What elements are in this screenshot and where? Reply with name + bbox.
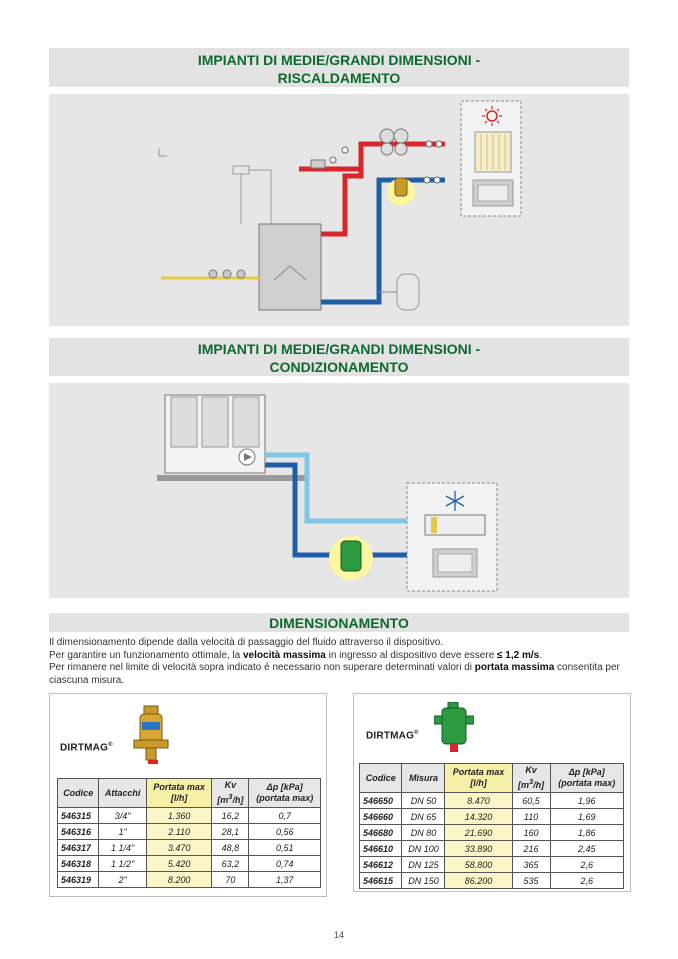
gas-valve-icons <box>209 270 245 278</box>
heating-title: IMPIANTI DI MEDIE/GRANDI DIMENSIONI - RI… <box>49 48 629 87</box>
table-row: 546317 1 1/4" 3.470 48,8 0,51 <box>58 840 321 856</box>
table-row: 546315 3/4" 1.360 16,2 0,7 <box>58 808 321 824</box>
heating-schematic <box>49 94 629 326</box>
table-row: 546318 1 1/2" 5.420 63,2 0,74 <box>58 856 321 872</box>
dirtmag-brand-right: DIRTMAG® <box>366 730 419 741</box>
table-row: 546610 DN 100 33.890 216 2,45 <box>360 841 624 857</box>
hot-supply-pipe <box>321 144 445 234</box>
col-portata: Portata max[l/h] <box>445 764 512 793</box>
control-wiring <box>159 148 271 224</box>
table-row: 546316 1" 2.110 28,1 0,56 <box>58 824 321 840</box>
sizing-title: DIMENSIONAMENTO <box>49 613 629 632</box>
cooling-title-band: IMPIANTI DI MEDIE/GRANDI DIMENSIONI - CO… <box>49 338 629 376</box>
col-codice: Codice <box>360 764 402 793</box>
col-codice: Codice <box>58 779 99 808</box>
boiler-icon <box>259 224 321 310</box>
col-kv: Kv[m3/h] <box>212 779 249 808</box>
cooling-diagram <box>49 383 629 598</box>
intro-line-3: Per rimanere nel limite di velocità sopr… <box>49 662 634 687</box>
dirtmag-green-product-image <box>434 702 474 754</box>
sizing-intro-text: Il dimensionamento dipende dalla velocit… <box>49 637 634 687</box>
page-number: 14 <box>0 930 678 940</box>
dirtmag-brass-product-image <box>132 704 172 766</box>
dirtmag-brand-left: DIRTMAG® <box>60 742 113 753</box>
valve-icons <box>424 141 442 183</box>
return-pipe <box>321 180 445 302</box>
cooling-schematic <box>49 383 629 598</box>
radiator-icon <box>475 132 511 172</box>
table-row: 546650 DN 50 8.470 60,5 1,96 <box>360 793 624 809</box>
air-handler-icon <box>425 515 485 535</box>
fan-coil-cooling-icon <box>433 549 477 577</box>
table-row: 546680 DN 80 21.690 160 1,86 <box>360 825 624 841</box>
intro-line-2: Per garantire un funzionamento ottimale,… <box>49 650 634 663</box>
sizing-title-band: DIMENSIONAMENTO <box>49 613 629 632</box>
col-attacchi: Attacchi <box>99 779 147 808</box>
col-dp: Δp [kPa](portata max) <box>249 779 321 808</box>
dirtmag-highlight-icon <box>387 178 415 206</box>
safety-devices-icon <box>311 147 348 168</box>
table-row: 546615 DN 150 86.200 535 2,6 <box>360 873 624 889</box>
col-portata: Portata max[l/h] <box>146 779 211 808</box>
dirtmag-small-table-box: DIRTMAG® Codice Attacchi Portata max[l/h… <box>49 693 327 897</box>
table-row: 546319 2" 8.200 70 1,37 <box>58 872 321 888</box>
col-misura: Misura <box>402 764 445 793</box>
dirtmag-large-table-box: DIRTMAG® Codice Misura Portata max[l/h] … <box>353 693 631 892</box>
dirtmag-large-sizing-table: Codice Misura Portata max[l/h] Kv[m3/h] … <box>359 763 624 889</box>
chiller-icon <box>157 395 307 481</box>
heating-diagram <box>49 94 629 326</box>
heating-title-band: IMPIANTI DI MEDIE/GRANDI DIMENSIONI - RI… <box>49 48 629 87</box>
col-dp: Δp [kPa](portata max) <box>550 764 623 793</box>
dirtmag-cooling-highlight-icon <box>329 536 373 580</box>
cooling-title: IMPIANTI DI MEDIE/GRANDI DIMENSIONI - CO… <box>49 338 629 376</box>
table-row: 546660 DN 65 14.320 110 1,69 <box>360 809 624 825</box>
fan-coil-icon <box>473 180 513 206</box>
table-row: 546612 DN 125 58.800 365 2,6 <box>360 857 624 873</box>
dirtmag-small-sizing-table: Codice Attacchi Portata max[l/h] Kv[m3/h… <box>57 778 321 888</box>
expansion-vessel-icon <box>379 274 419 310</box>
col-kv: Kv[m3/h] <box>512 764 550 793</box>
